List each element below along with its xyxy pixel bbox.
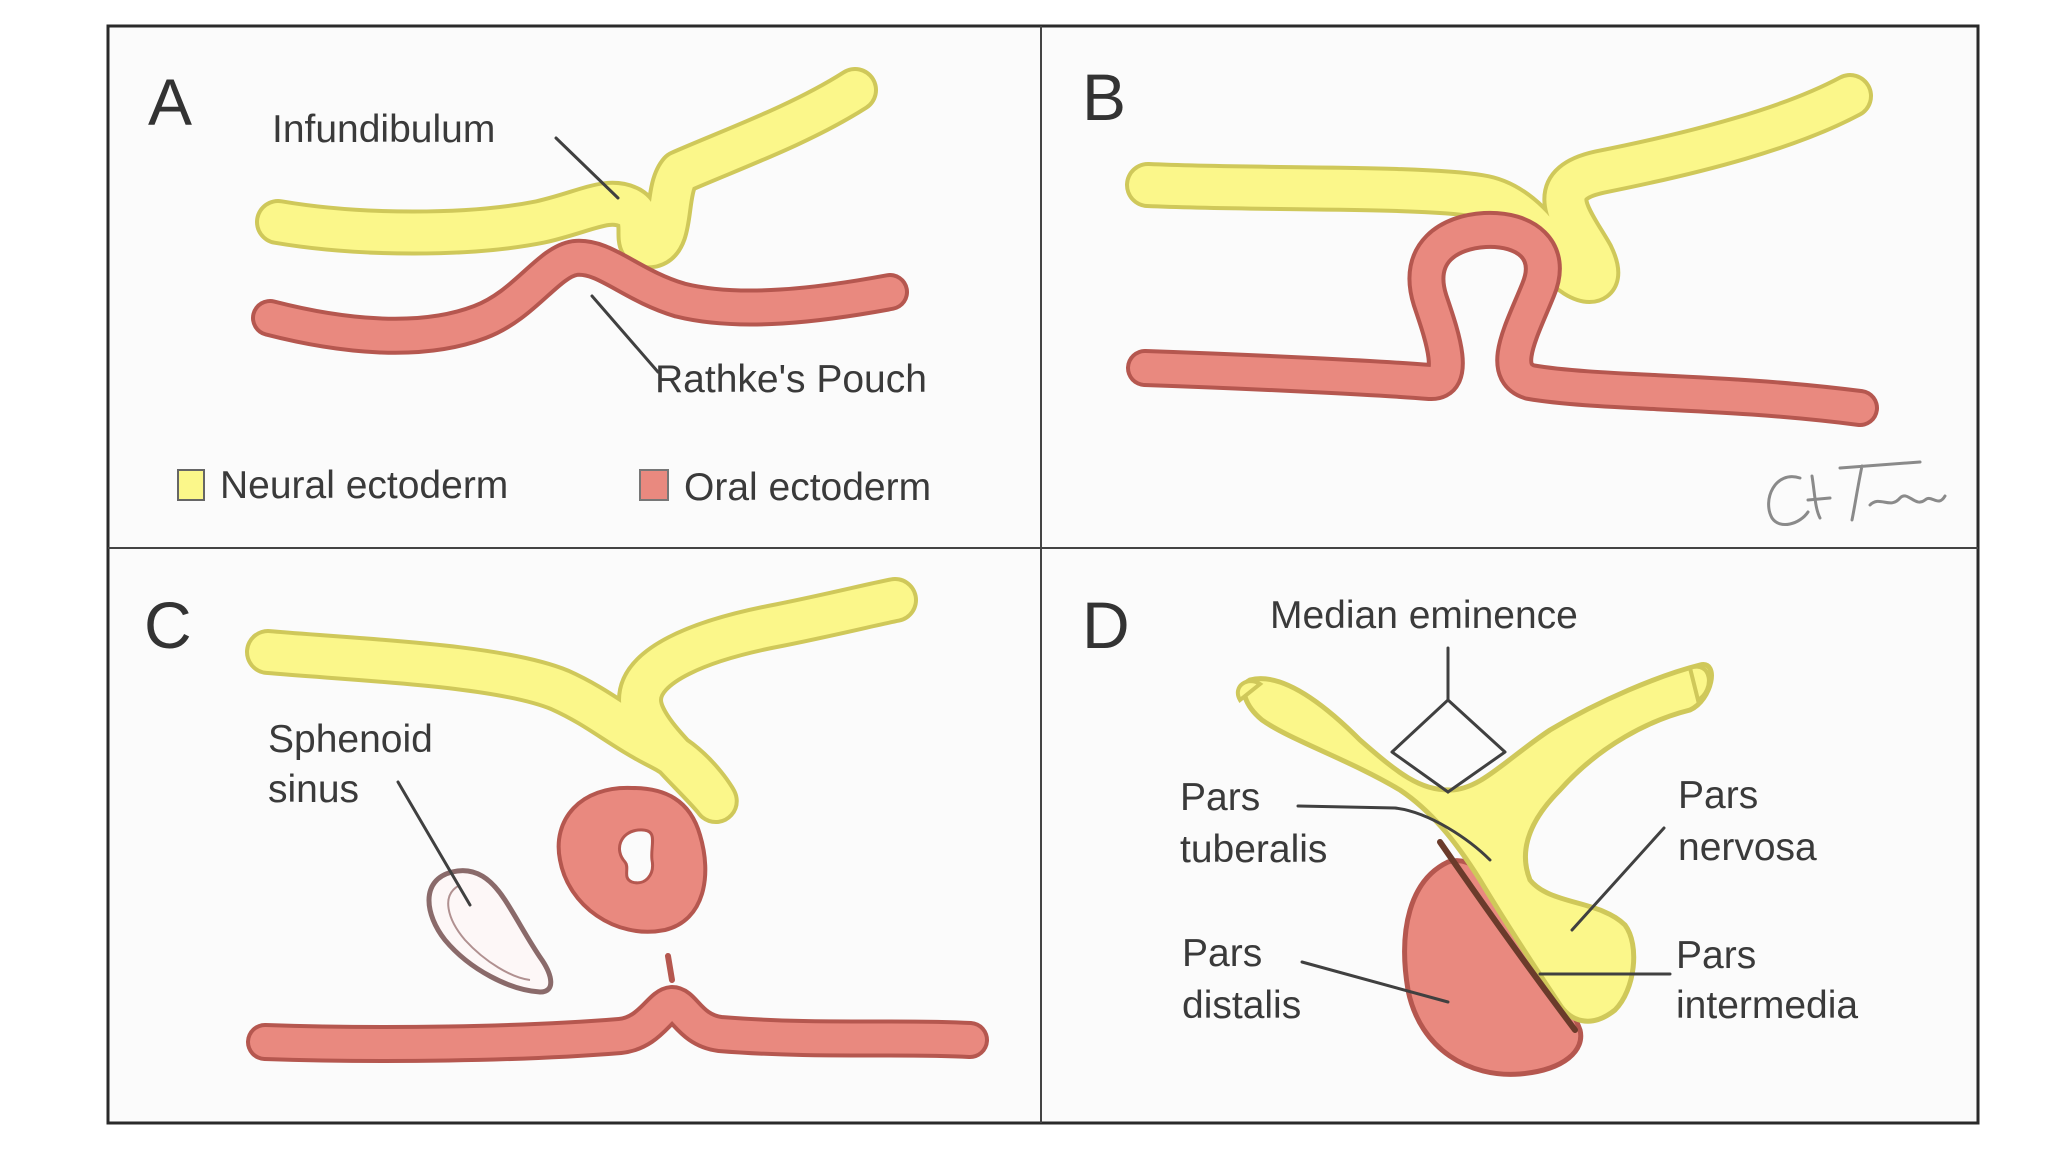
- panel-b-letter: B: [1082, 60, 1126, 134]
- median-eminence-leader: [1390, 646, 1507, 794]
- rathkes-pouch-leader: [590, 294, 660, 374]
- stalk-remnant-c: [665, 953, 675, 983]
- neural-ectoderm-c-fill: [249, 581, 914, 821]
- sphenoid-label-line1: Sphenoid: [268, 718, 433, 761]
- pars-distalis-leader: [1300, 960, 1450, 1004]
- rathkes-pouch-label: Rathke's Pouch: [655, 358, 927, 401]
- panel-a-letter: A: [148, 65, 192, 139]
- rathke-cleft-c: [618, 828, 655, 885]
- sphenoid-sinus-outline: [426, 868, 554, 995]
- artist-signature: [1767, 460, 1947, 527]
- pars-tuberalis-label-line1: Pars: [1180, 776, 1260, 819]
- sphenoid-label-line2: sinus: [268, 768, 359, 811]
- legend-neural-swatch: [177, 469, 205, 501]
- panel-d-letter: D: [1082, 588, 1130, 662]
- pars-nervosa-label-line1: Pars: [1678, 774, 1758, 817]
- pars-nervosa-leader: [1570, 826, 1666, 932]
- pars-nervosa-label-line2: nervosa: [1678, 826, 1817, 869]
- pars-tuberalis-leader: [1296, 804, 1492, 862]
- pars-intermedia-label-line2: intermedia: [1676, 984, 1858, 1027]
- median-eminence-label: Median eminence: [1270, 594, 1578, 637]
- panel-b: B: [1082, 60, 1947, 527]
- oral-ectoderm-a-fill: [255, 242, 905, 351]
- infundibulum-leader: [554, 136, 620, 200]
- pars-intermedia-label-line1: Pars: [1676, 934, 1756, 977]
- legend-neural-label: Neural ectoderm: [220, 464, 508, 507]
- neural-ectoderm-b-fill: [1129, 77, 1869, 300]
- panel-a: A Infundibulum Rathke's Pouch Neural ect…: [148, 65, 931, 509]
- sphenoid-sinus-inner: [447, 884, 531, 981]
- legend-oral-label: Oral ectoderm: [684, 466, 931, 509]
- sphenoid-leader: [396, 780, 472, 907]
- pars-distalis-label-line1: Pars: [1182, 932, 1262, 975]
- panel-d: D Median eminence Pars tuberalis Pars ne…: [1082, 588, 1858, 1077]
- neural-ectoderm-a-fill: [259, 71, 874, 266]
- figure-frame: [106, 24, 1980, 1125]
- panel-c: C Sphenoid sinus: [144, 577, 989, 1063]
- infundibulum-label: Infundibulum: [272, 108, 495, 151]
- legend-oral-swatch: [639, 469, 669, 501]
- panel-c-letter: C: [144, 588, 192, 662]
- pars-intermedia-line: [1437, 839, 1578, 1033]
- pars-distalis-label-line2: distalis: [1182, 984, 1301, 1027]
- pars-tuberalis-label-line2: tuberalis: [1180, 828, 1327, 871]
- oral-ectoderm-c-fill: [250, 989, 985, 1059]
- oral-ectoderm-b-fill: [1130, 214, 1875, 423]
- median-eminence-bumps: [1236, 664, 1711, 704]
